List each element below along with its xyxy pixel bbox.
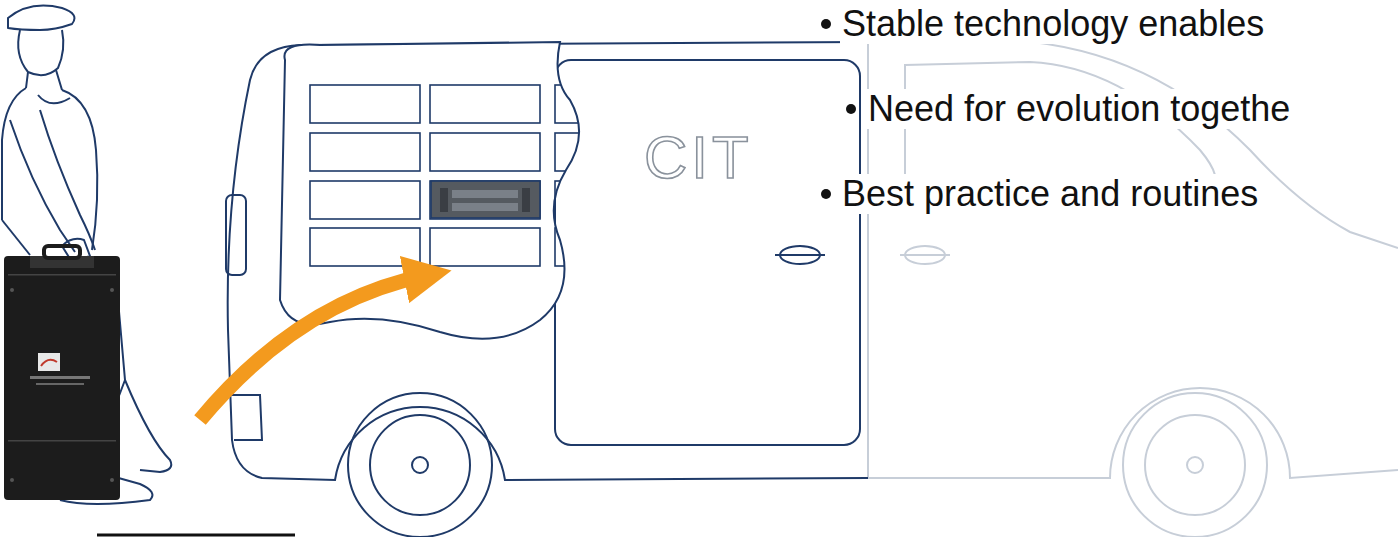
compartment-grid [310,85,665,266]
compartment [310,181,420,219]
cutaway [280,42,579,339]
bullets [821,19,856,199]
cash-case [4,246,120,500]
bullet-text: Stable technology enables [840,4,1266,44]
compartment [430,133,540,171]
compartment [310,228,420,266]
bullet-text: Best practice and routines [840,174,1260,214]
case-in-van [431,181,540,218]
load-arrow [200,275,428,420]
compartment [430,85,540,123]
compartment [310,133,420,171]
compartment [430,228,540,266]
van-rear [226,42,868,537]
courier-figure [2,6,171,504]
compartment [555,85,665,123]
bullet-text: Need for evolution togethe [866,89,1292,129]
base-line [97,534,295,537]
compartment [430,181,540,219]
van-logo: CIT [644,126,753,190]
compartment [310,85,420,123]
compartment [555,228,665,266]
